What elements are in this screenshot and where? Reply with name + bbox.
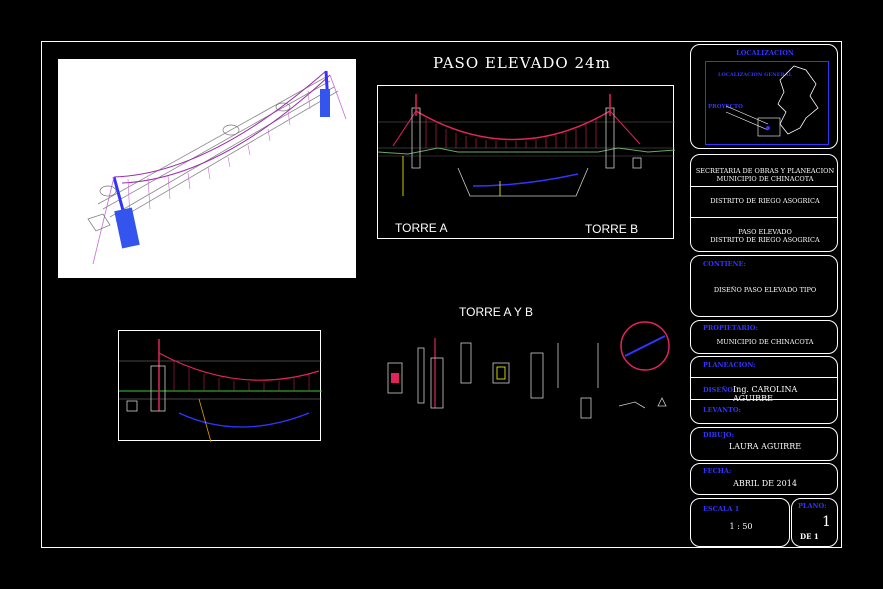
- towers-detail-drawing: [387, 321, 670, 419]
- design-value: Ing. CAROLINA AGUIRRE: [733, 385, 798, 403]
- torre-b-label: TORRE B: [585, 222, 639, 236]
- sheet-number: 1: [822, 514, 831, 530]
- divider: [691, 186, 837, 187]
- scale-label: ESCALA 1: [703, 505, 740, 513]
- owner-label: PROPIETARIO:: [703, 324, 758, 332]
- sheet-panel: PLANO: 1 DE 1: [791, 498, 838, 547]
- district-name: DISTRITO DE RIEGO ASOGRICA: [710, 197, 820, 205]
- credits-panel: PLANEACION: DISEÑO: Ing. CAROLINA AGUIRR…: [690, 356, 838, 424]
- drew-label: DIBUJO:: [703, 431, 734, 439]
- content-label: CONTIENE:: [703, 260, 746, 268]
- owner-panel: PROPIETARIO: MUNICIPIO DE CHINACOTA: [690, 320, 838, 354]
- sheet-label: PLANO:: [798, 502, 827, 510]
- location-map: [725, 65, 819, 137]
- scale-value: 1 : 50: [729, 522, 753, 531]
- design-label: DISEÑO:: [703, 386, 736, 394]
- torre-a-label: TORRE A: [395, 221, 448, 235]
- scale-panel: ESCALA 1 1 : 50: [690, 498, 790, 547]
- drew-value: LAURA AGUIRRE: [728, 442, 802, 451]
- divider: [691, 399, 837, 400]
- drawing-title: PASO ELEVADO 24m: [433, 54, 611, 72]
- location-map-frame: LOCALIZACION GENERAL PROYECTO: [705, 61, 829, 145]
- perspective-view: [58, 59, 356, 278]
- content-value: DISEÑO PASO ELEVADO TIPO: [713, 286, 817, 294]
- sheet-total: DE 1: [800, 532, 819, 541]
- towers-detail: [383, 318, 673, 428]
- location-marker: PROYECTO: [708, 104, 743, 110]
- project-line1: PASO ELEVADO: [738, 228, 792, 236]
- detail-view: [118, 330, 322, 443]
- towers-detail-label: TORRE A Y B: [459, 305, 534, 319]
- org-line2: MUNICIPIO DE CHINACOTA: [716, 175, 814, 183]
- location-header: LOCALIZACION: [736, 49, 794, 57]
- detail-drawing: [119, 339, 322, 443]
- content-panel: CONTIENE: DISEÑO PASO ELEVADO TIPO: [690, 255, 838, 317]
- date-value: ABRIL DE 2014: [733, 479, 797, 488]
- owner-value: MUNICIPIO DE CHINACOTA: [716, 338, 814, 346]
- divider: [691, 377, 837, 378]
- org-line1: SECRETARIA DE OBRAS Y PLANEACION: [695, 167, 835, 175]
- drawing-frame: [41, 41, 842, 548]
- organization-panel: SECRETARIA DE OBRAS Y PLANEACION MUNICIP…: [690, 154, 838, 252]
- location-panel: LOCALIZACION LOCALIZACION GENERAL PROYEC…: [690, 44, 838, 149]
- planning-label: PLANEACION:: [703, 361, 756, 369]
- drew-panel: DIBUJO: LAURA AGUIRRE: [690, 427, 838, 461]
- date-panel: FECHA: ABRIL DE 2014: [690, 463, 838, 495]
- perspective-drawing: [87, 70, 347, 265]
- project-line2: DISTRITO DE RIEGO ASOGRICA: [710, 236, 820, 244]
- location-sub: LOCALIZACION GENERAL: [718, 72, 793, 78]
- elevation-drawing: [377, 94, 676, 197]
- elevation-view: [377, 85, 676, 239]
- survey-label: LEVANTO:: [703, 406, 741, 414]
- divider: [691, 217, 837, 218]
- date-label: FECHA:: [703, 467, 732, 475]
